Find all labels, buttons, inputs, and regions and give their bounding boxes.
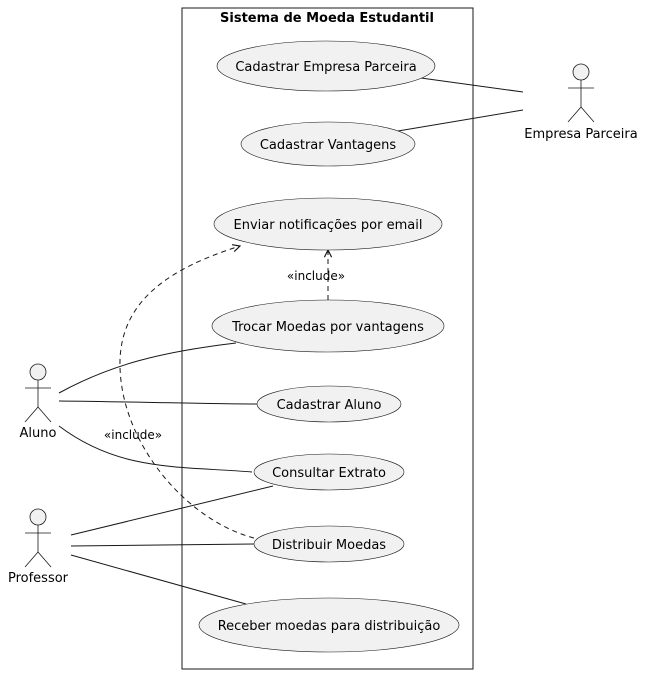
actor-figure-icon bbox=[24, 508, 52, 568]
use-case-cadastrar-vantagens[interactable]: Cadastrar Vantagens bbox=[240, 121, 416, 167]
system-title: Sistema de Moeda Estudantil bbox=[220, 11, 434, 26]
use-case-label: Receber moedas para distribuição bbox=[218, 619, 441, 634]
actor-aluno[interactable]: Aluno bbox=[20, 363, 57, 441]
use-case-consultar-extrato[interactable]: Consultar Extrato bbox=[253, 453, 405, 491]
stereotype-include-trocar: «include» bbox=[287, 269, 345, 283]
use-case-label: Consultar Extrato bbox=[272, 466, 386, 481]
use-case-label: Trocar Moedas por vantagens bbox=[231, 320, 424, 335]
use-case-label: Distribuir Moedas bbox=[272, 538, 386, 553]
assoc-professor-receber-moedas bbox=[70, 554, 247, 605]
actor-figure-icon bbox=[24, 363, 52, 423]
use-case-label: Enviar notificações por email bbox=[234, 218, 423, 233]
include-distribuir-enviar bbox=[119, 246, 255, 539]
assoc-professor-distribuir-moedas bbox=[70, 543, 255, 547]
use-case-label: Cadastrar Aluno bbox=[277, 398, 382, 413]
use-case-distribuir-moedas[interactable]: Distribuir Moedas bbox=[253, 525, 405, 563]
assoc-empresa-cadastrar-empresa bbox=[420, 77, 524, 93]
assoc-empresa-cadastrar-vantagens bbox=[397, 109, 524, 132]
assoc-aluno-cadastrar-aluno bbox=[58, 400, 258, 405]
actor-empresa-parceira[interactable]: Empresa Parceira bbox=[524, 63, 638, 142]
stereotype-include-distribuir: «include» bbox=[104, 428, 162, 442]
use-case-enviar-notificacoes[interactable]: Enviar notificações por email bbox=[213, 197, 443, 251]
use-case-receber-moedas[interactable]: Receber moedas para distribuição bbox=[198, 597, 460, 653]
use-case-label: Cadastrar Vantagens bbox=[260, 138, 397, 153]
actor-label: Aluno bbox=[20, 426, 57, 441]
use-case-label: Cadastrar Empresa Parceira bbox=[235, 60, 416, 75]
actor-label: Empresa Parceira bbox=[524, 127, 637, 142]
assoc-aluno-trocar-moedas bbox=[58, 342, 237, 394]
actor-label: Professor bbox=[8, 571, 69, 586]
assoc-professor-consultar-extrato bbox=[70, 485, 274, 536]
actor-professor[interactable]: Professor bbox=[8, 508, 69, 586]
use-case-cadastrar-empresa[interactable]: Cadastrar Empresa Parceira bbox=[216, 40, 436, 92]
use-case-cadastrar-aluno[interactable]: Cadastrar Aluno bbox=[256, 385, 402, 423]
assoc-aluno-consultar-extrato bbox=[58, 425, 253, 473]
actor-figure-icon bbox=[567, 63, 595, 123]
use-case-trocar-moedas[interactable]: Trocar Moedas por vantagens bbox=[211, 299, 445, 353]
